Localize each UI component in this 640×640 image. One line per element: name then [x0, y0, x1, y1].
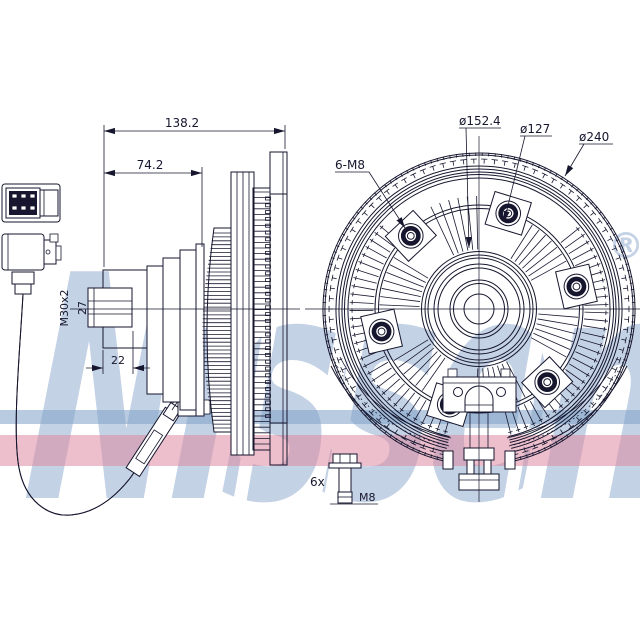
- stepped-hub: [146, 243, 205, 417]
- hardware-thread-size: M8: [359, 491, 376, 504]
- callout-240: ø240: [564, 130, 613, 177]
- label-mounting-bolts: 6-M8: [335, 158, 365, 172]
- solenoid-body: [1, 233, 62, 271]
- hardware-quantity: 6x: [310, 475, 325, 489]
- center-bracket: [442, 368, 517, 450]
- flange-bolt-icon: [328, 453, 362, 504]
- callout-6-M8: 6-M8: [335, 158, 406, 229]
- cable: [15, 293, 138, 516]
- serrated-disc: [265, 151, 288, 466]
- shaft-section: [87, 269, 148, 349]
- cable-clamp: [11, 271, 35, 295]
- dimension-22: 22: [86, 331, 150, 374]
- connector-plug: [1, 183, 61, 223]
- callout-127: ø127: [503, 122, 552, 223]
- dimension-74: 74.2: [104, 158, 203, 247]
- fin-barrel: [202, 227, 232, 433]
- label-bolt-circle: ø152.4: [459, 114, 501, 128]
- dimension-138: 138.2: [103, 116, 286, 267]
- dim-shaft-length: 22: [111, 354, 125, 367]
- label-outer-diameter: ø240: [579, 130, 609, 144]
- brand-stripe-pink: [0, 435, 640, 466]
- clutch-drum: [230, 171, 255, 456]
- lower-skirt: [330, 356, 628, 470]
- front-view-drawing: 6-M8 ø152.4 ø127 ø240: [305, 114, 640, 502]
- label-pilot-diameter: ø127: [520, 122, 550, 136]
- side-view-drawing: 138.2 74.2 22 27 M30x2: [1, 116, 300, 516]
- castellation-ticks: [328, 158, 630, 456]
- bolt-hardware-detail: 6x M8: [310, 453, 378, 505]
- dim-hex-width: 27: [76, 301, 89, 315]
- dim-thread: M30x2: [58, 290, 71, 327]
- callout-152: ø152.4: [459, 114, 501, 249]
- dim-body-length: 74.2: [137, 158, 164, 172]
- dim-overall-length: 138.2: [165, 116, 199, 130]
